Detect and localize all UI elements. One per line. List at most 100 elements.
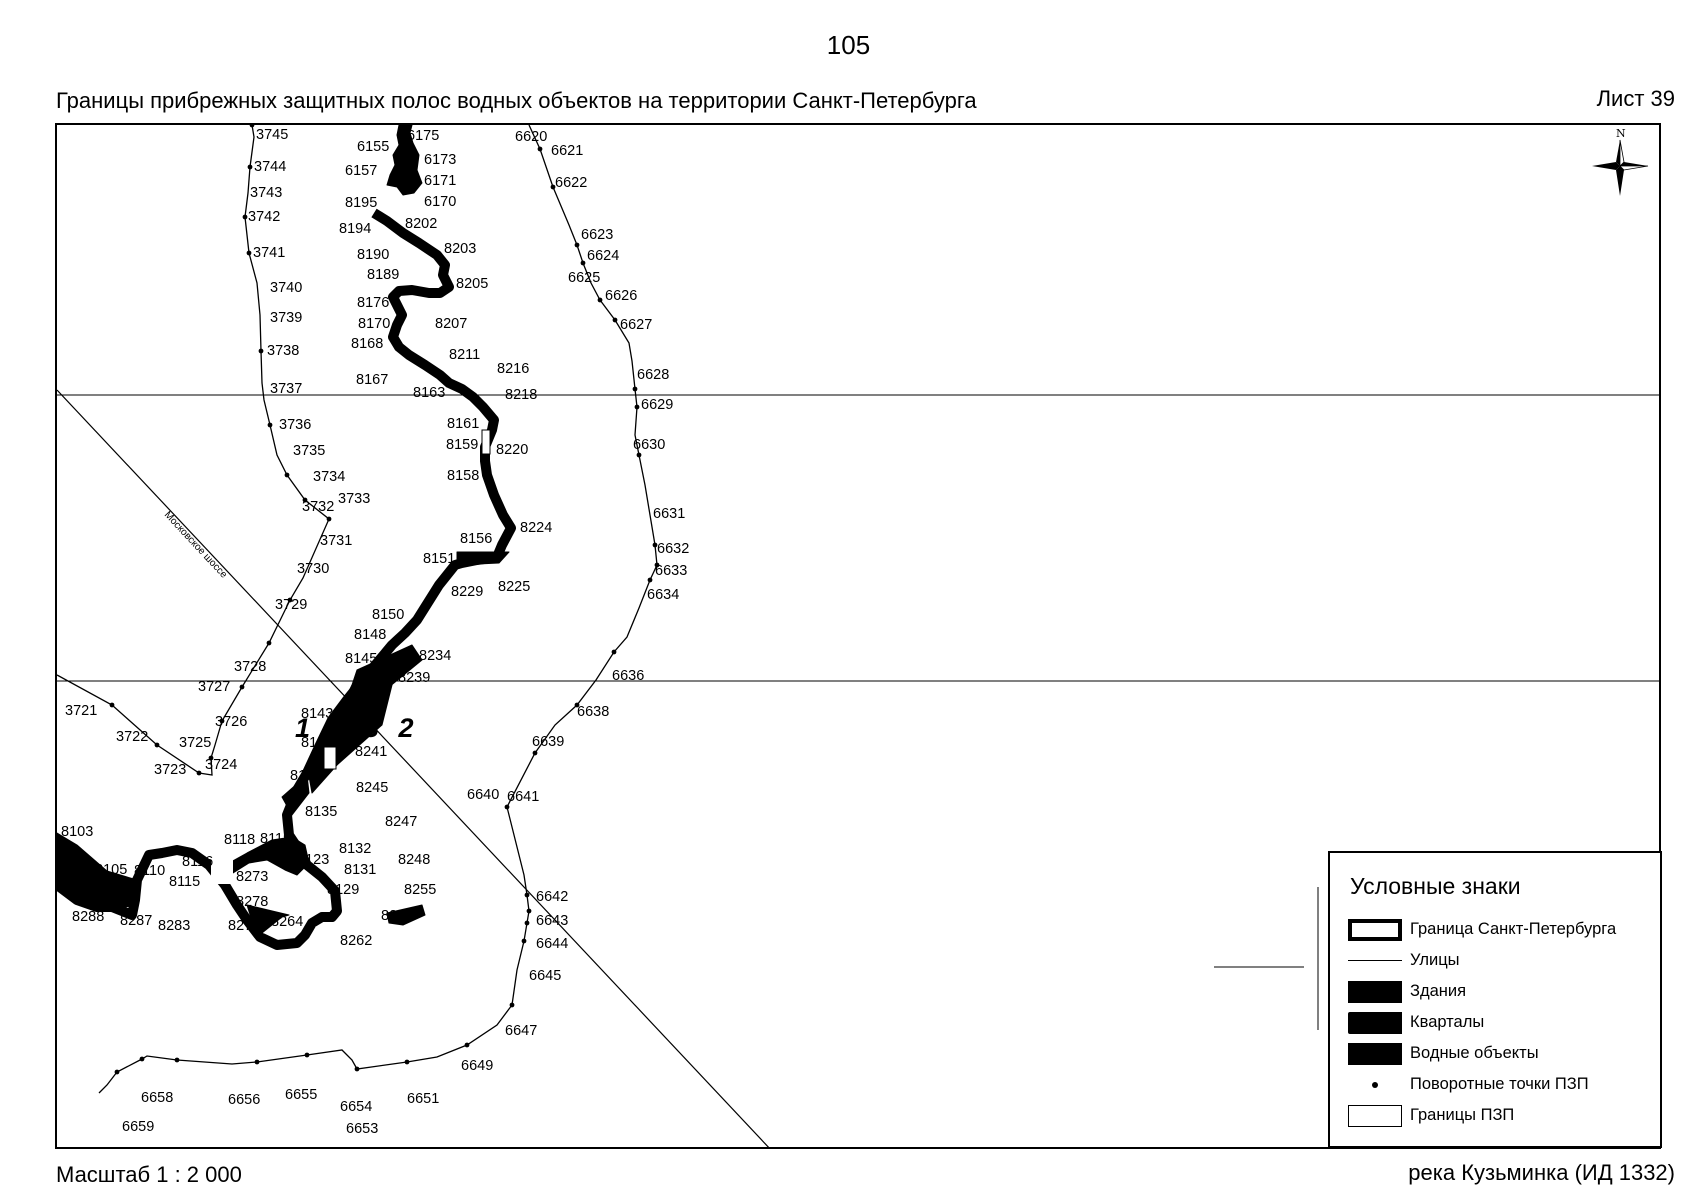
point-label: 8258 <box>381 908 413 924</box>
point-label: 6626 <box>605 288 637 304</box>
point-label: 3731 <box>320 533 352 549</box>
point-label: 8116 <box>182 854 213 870</box>
point-label: 8137 <box>290 768 322 784</box>
point-label: 8103 <box>61 824 93 840</box>
building-symbol-icon <box>1348 981 1402 1003</box>
point-label: 8288 <box>72 909 104 925</box>
pzp-boundary-left <box>57 125 330 776</box>
point-label: 6634 <box>647 587 679 603</box>
legend-item-city-border: Граница Санкт-Петербурга <box>1348 917 1658 943</box>
point-label: 8119 <box>260 831 291 847</box>
point-label: 8278 <box>236 894 268 910</box>
point-label: 3729 <box>275 597 307 613</box>
point-label: 8220 <box>496 442 528 458</box>
page-number: 105 <box>826 30 871 60</box>
point-label: 8283 <box>158 918 190 934</box>
point-label: 8110 <box>134 863 165 879</box>
point-label: 6653 <box>346 1121 378 1137</box>
point-label: 6170 <box>424 194 456 210</box>
point-label: 6627 <box>620 317 652 333</box>
point-label: 3724 <box>205 757 237 773</box>
point-label: 3721 <box>65 703 97 719</box>
legend-item-buildings: Здания <box>1348 979 1658 1005</box>
river-label: река Кузьминка (ИД 1332) <box>1408 1160 1675 1185</box>
point-label: 8189 <box>367 267 399 283</box>
point-label: 8118 <box>224 832 255 848</box>
point-label: 3739 <box>270 310 302 326</box>
legend-label: Водные объекты <box>1410 1044 1539 1062</box>
point-label: 8273 <box>236 869 268 885</box>
point-label: 3723 <box>154 762 186 778</box>
point-label: 6175 <box>407 128 439 144</box>
point-label: 6658 <box>141 1090 173 1106</box>
street-moskovskoe-shosse <box>57 389 770 1147</box>
point-label: 6638 <box>577 704 609 720</box>
legend-label: Границы ПЗП <box>1410 1106 1515 1124</box>
point-label: 6628 <box>637 367 669 383</box>
turning-points <box>109 125 660 1075</box>
point-label: 8105 <box>95 862 127 878</box>
point-label: 8205 <box>456 276 488 292</box>
point-label: 8245 <box>356 780 388 796</box>
point-label: 8190 <box>357 247 389 263</box>
point-label: 6636 <box>612 668 644 684</box>
legend-label: Здания <box>1410 982 1467 1000</box>
scale-label: Масштаб 1 : 2 000 <box>56 1162 242 1187</box>
point-label: 8248 <box>398 852 430 868</box>
point-label: 3741 <box>253 245 285 261</box>
legend-title: Условные знаки <box>1350 873 1521 899</box>
point-label: 8156 <box>460 531 492 547</box>
point-label: 3740 <box>270 280 302 296</box>
point-label: 3728 <box>234 659 266 675</box>
point-label: 8129 <box>327 882 359 898</box>
point-label: 8148 <box>354 627 386 643</box>
point-label: 6649 <box>461 1058 493 1074</box>
point-label: 6641 <box>507 789 539 805</box>
point-label: 3733 <box>338 491 370 507</box>
point-label: 3742 <box>248 209 280 225</box>
object-id-label: 1 3 3 2 <box>295 713 420 743</box>
point-label: 3735 <box>293 443 325 459</box>
point-label: 8115 <box>169 874 200 890</box>
point-label: 8216 <box>497 361 529 377</box>
point-label: 6155 <box>357 139 389 155</box>
point-label: 8158 <box>447 468 479 484</box>
point-label: 6620 <box>515 129 547 145</box>
point-label: 8262 <box>340 933 372 949</box>
point-labels-river: 6155 6175 6173 6157 6171 8195 6170 8194 … <box>61 128 552 949</box>
point-label: 6621 <box>551 143 583 159</box>
point-label: 3722 <box>116 729 148 745</box>
pzp-boundary-right <box>98 125 658 1094</box>
legend: Условные знаки Граница Санкт-Петербурга … <box>1328 851 1662 1148</box>
legend-label: Кварталы <box>1410 1013 1485 1031</box>
street-line-symbol-icon <box>1348 960 1402 961</box>
point-label: 6633 <box>655 563 687 579</box>
point-label: 8145 <box>345 651 377 667</box>
point-label: 8159 <box>446 437 478 453</box>
map-frame[interactable]: Московское шоссе <box>55 123 1661 1149</box>
point-label: 6645 <box>529 968 561 984</box>
point-label: 8241 <box>355 744 387 760</box>
river-gap <box>481 429 491 455</box>
point-label: 6173 <box>424 152 456 168</box>
point-label: 3726 <box>215 714 247 730</box>
point-label: 3743 <box>250 185 282 201</box>
point-label: 6625 <box>568 270 600 286</box>
point-label: 8224 <box>520 520 552 536</box>
point-label: 3738 <box>267 343 299 359</box>
map-canvas[interactable]: Московское шоссе <box>57 125 1661 1149</box>
point-label: 6623 <box>581 227 613 243</box>
point-label: 3745 <box>256 127 288 143</box>
point-label: 6655 <box>285 1087 317 1103</box>
legend-item-pzp-border: Границы ПЗП <box>1348 1103 1658 1129</box>
point-label: 3736 <box>279 417 311 433</box>
point-label: 8163 <box>413 385 445 401</box>
point-label: 6157 <box>345 163 377 179</box>
point-label: 8229 <box>451 584 483 600</box>
river-gap <box>211 860 233 884</box>
turning-point-symbol-icon <box>1372 1082 1378 1088</box>
pzp-border-symbol-icon <box>1348 1105 1402 1127</box>
point-label: 6642 <box>536 889 568 905</box>
point-label: 8141 <box>301 735 333 751</box>
point-label: 8195 <box>345 195 377 211</box>
